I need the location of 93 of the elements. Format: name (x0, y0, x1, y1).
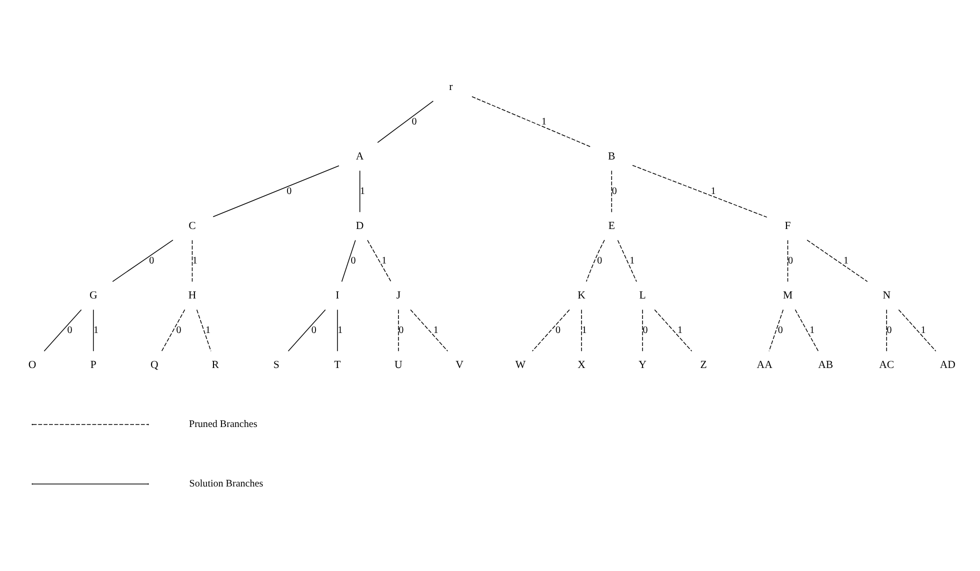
edge-label: 1 (338, 324, 343, 336)
node-text: J (396, 289, 401, 302)
edge-label: 0 (612, 186, 617, 197)
edge-label: 0 (642, 324, 648, 336)
node-text: W (515, 358, 526, 371)
edge-label: 1 (206, 324, 211, 336)
connector (581, 309, 582, 352)
connector (112, 240, 174, 282)
edge-label: 1 (710, 186, 716, 197)
edge-label: 1 (382, 255, 387, 266)
edge-label: 1 (678, 324, 683, 336)
edge-label: 0 (788, 255, 793, 266)
node-text: U (394, 358, 402, 371)
edge-label: 1 (844, 255, 849, 266)
node-text: N (882, 289, 891, 302)
edge-label: 0 (311, 324, 316, 336)
edge-label: 0 (149, 255, 154, 266)
edge-label: 1 (920, 324, 926, 336)
node-text: C (188, 220, 196, 232)
connector (472, 96, 592, 148)
connector (886, 309, 888, 352)
edge-label: 1 (630, 255, 635, 266)
connector (44, 309, 82, 352)
node-text: L (639, 289, 646, 302)
node-text: O (28, 358, 36, 371)
connector (768, 309, 784, 352)
node-text: AC (879, 358, 894, 371)
connector (532, 309, 570, 352)
edge-label: 0 (597, 255, 602, 266)
node-text: AD (940, 358, 956, 371)
legend-label: Solution Branches (189, 478, 264, 490)
connector (617, 240, 637, 282)
node-text: r (449, 80, 453, 93)
edge-label: 1 (192, 255, 198, 266)
node-text: Y (638, 358, 646, 371)
node-text: D (356, 220, 364, 232)
connector (367, 240, 392, 282)
connector (377, 100, 434, 143)
node-text: I (336, 289, 340, 302)
connector (611, 170, 612, 212)
connector (586, 240, 605, 282)
node-text: R (212, 358, 220, 371)
connector (192, 240, 193, 282)
connector (161, 309, 186, 352)
connector (410, 309, 448, 352)
node-text: H (188, 289, 196, 302)
edge-label: 1 (810, 324, 815, 336)
node-text: T (334, 358, 341, 371)
connector (196, 309, 212, 352)
connector (341, 240, 356, 282)
node-text: E (608, 220, 615, 232)
edge-label: 1 (433, 324, 438, 336)
node-text: P (90, 358, 96, 371)
edge-label: 0 (350, 255, 356, 266)
edge-label: 1 (582, 324, 587, 336)
connector (794, 309, 819, 352)
node-text: M (782, 289, 793, 302)
node-text: X (578, 358, 586, 371)
legend-label: Pruned Branches (189, 419, 258, 430)
connector (787, 240, 788, 282)
node-text: AA (756, 358, 772, 371)
node-text: A (356, 150, 364, 162)
edge-label: 1 (542, 116, 547, 128)
node-text: S (273, 358, 280, 371)
connector (642, 309, 643, 352)
edge-label: 0 (778, 324, 783, 336)
connector (654, 309, 692, 352)
edge-label: 0 (398, 324, 404, 336)
edge-label: 0 (67, 324, 72, 336)
connector (359, 170, 360, 212)
edge-label: 1 (94, 324, 99, 336)
edge-label: 0 (412, 116, 417, 128)
edge-label: 1 (360, 186, 366, 197)
node-text: F (784, 220, 791, 232)
node-text: G (89, 289, 98, 302)
node-text: Z (700, 358, 707, 371)
node-text: AB (818, 358, 834, 371)
node-text: B (608, 150, 616, 162)
connector (898, 309, 936, 352)
connector (212, 165, 340, 218)
connector (806, 240, 868, 282)
connector (288, 309, 326, 352)
edge-label: 0 (176, 324, 182, 336)
edge-label: 0 (555, 324, 560, 336)
edge-label: 0 (286, 186, 292, 197)
connector (337, 309, 338, 352)
connector (632, 164, 768, 218)
edge-label: 0 (886, 324, 892, 336)
node-text: K (578, 289, 586, 302)
node-text: V (456, 358, 464, 371)
connector (398, 309, 399, 352)
connector (92, 309, 94, 352)
node-text: Q (150, 358, 158, 371)
